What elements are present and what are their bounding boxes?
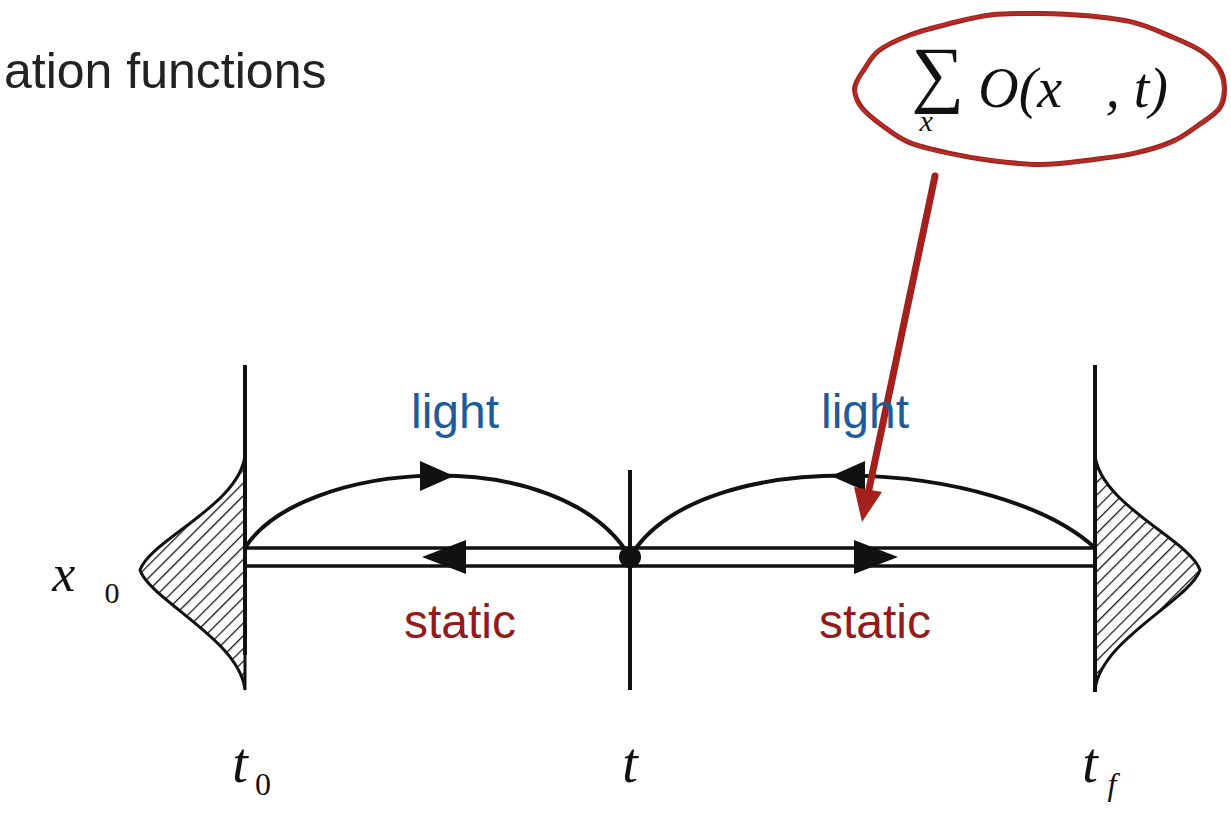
callout-ellipse: ∑x⃗ O(x⃗, t) — [853, 10, 1227, 167]
callout-arrowhead — [854, 487, 882, 522]
sink-smear — [1095, 455, 1200, 690]
time-label: t — [622, 735, 638, 791]
time-label: t — [1082, 735, 1098, 791]
light-propagator — [245, 476, 630, 557]
subscript: f — [1108, 768, 1117, 800]
time-slice — [1093, 365, 1097, 692]
propagator-arrow — [854, 540, 898, 574]
ellipse-stroke — [854, 13, 1224, 164]
static-propagator — [245, 564, 1095, 568]
source-smear — [140, 455, 245, 690]
sum-symbol: ∑ — [912, 40, 965, 107]
propagator-label: light — [821, 388, 909, 436]
propagator-arrow — [420, 461, 454, 491]
subscript: 0 — [255, 768, 271, 800]
propagator-arrow — [831, 461, 865, 491]
time-slice — [628, 470, 632, 690]
callout-arrow — [868, 176, 935, 494]
propagator-label: static — [819, 598, 931, 646]
propagator-label: light — [411, 388, 499, 436]
ellipse-stroke — [855, 13, 1223, 164]
static-propagator — [245, 546, 1095, 550]
insertion-vertex — [619, 546, 641, 568]
slide-title: ation functions — [4, 46, 326, 96]
time-slice — [243, 365, 247, 655]
sum-index: x⃗ — [920, 106, 957, 136]
operator-formula: O(x⃗, t) — [978, 60, 1168, 116]
propagator-arrow — [422, 540, 466, 574]
propagator-label: static — [404, 598, 516, 646]
subscript: 0 — [105, 578, 120, 608]
time-label: t — [232, 735, 248, 791]
